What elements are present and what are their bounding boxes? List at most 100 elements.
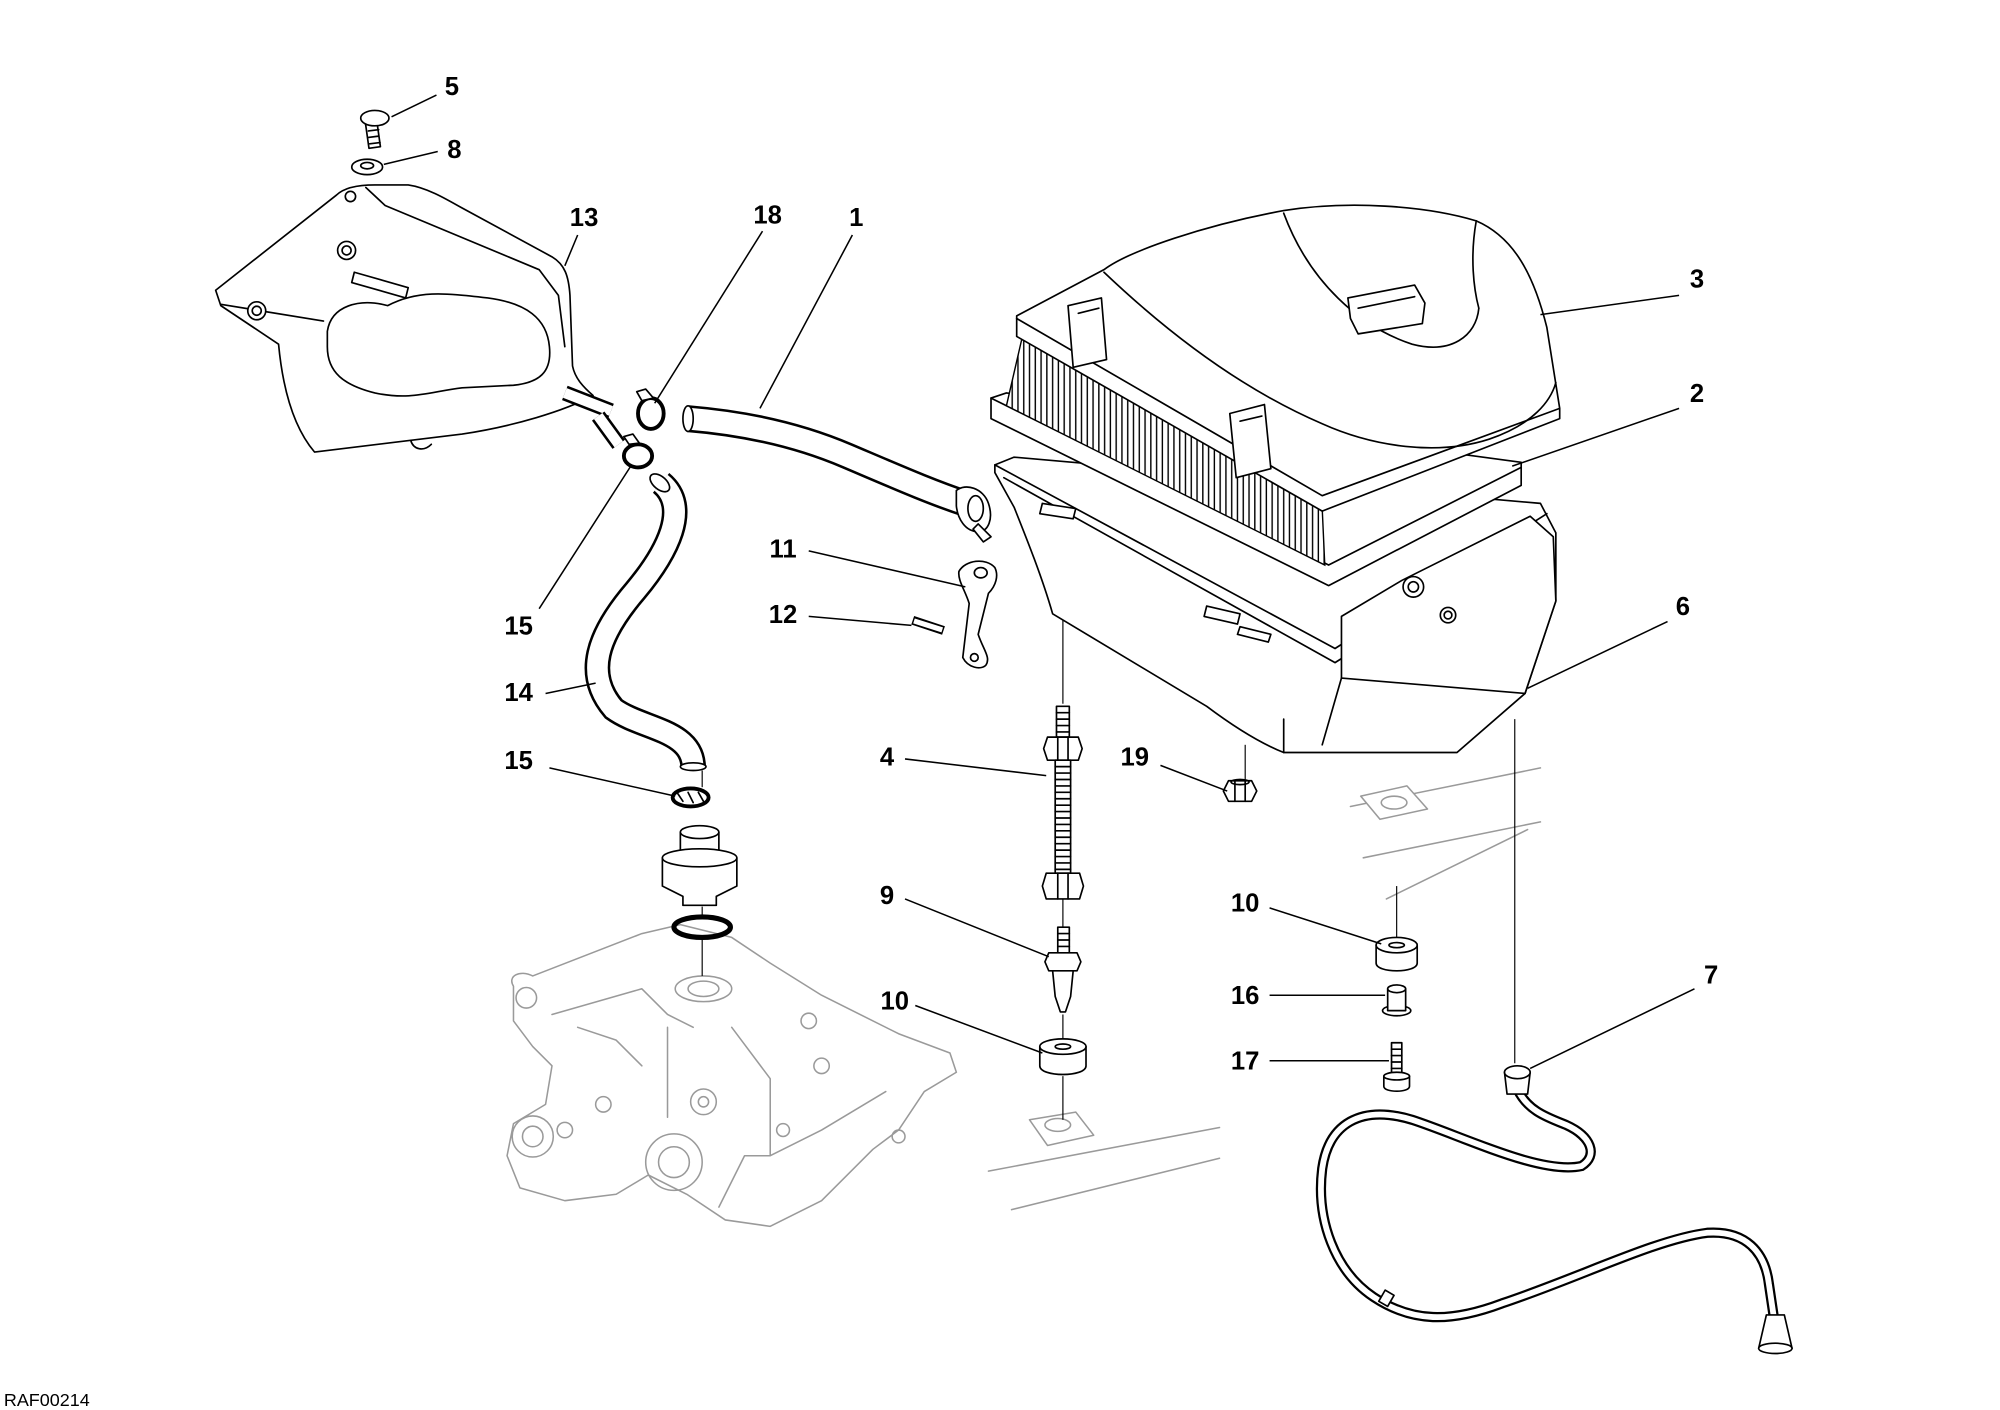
tank-bolt: [336, 240, 357, 261]
hose-fill: [587, 474, 704, 770]
bracket-strap: [958, 560, 998, 669]
part-15-hose-clamp-lower: [670, 786, 711, 809]
part-12-pin: [911, 615, 945, 635]
tank-mount-hole: [344, 190, 357, 203]
callout-10-right: 10: [1231, 890, 1382, 945]
frame-tube: [1010, 1157, 1221, 1211]
callout-2: 2: [1511, 380, 1704, 467]
stud-hex-faces: [1056, 872, 1069, 900]
screw-thread: [1390, 1048, 1403, 1070]
clamp-ring: [636, 396, 666, 431]
leader-line: [654, 230, 764, 404]
callout-7: 7: [1529, 962, 1718, 1070]
part-16-bushing: [1381, 984, 1412, 1017]
part-19-nut: [1222, 778, 1258, 803]
valve-top: [679, 824, 720, 840]
rubber-top: [1038, 1038, 1087, 1056]
part-1-hose: [682, 404, 992, 543]
crankcase-bolt: [891, 1129, 906, 1144]
nut-hex: [1222, 779, 1258, 803]
callout-label: 18: [753, 201, 782, 229]
callout-label: 8: [447, 136, 461, 164]
leader-line: [904, 758, 1047, 777]
crankcase-boss: [697, 1095, 710, 1108]
callout-4: 4: [880, 743, 1047, 777]
part-9-spacer: [1044, 926, 1082, 1013]
rubber-hole: [1054, 1043, 1072, 1050]
cover-clip: [1228, 403, 1272, 479]
callout-label: 1: [849, 204, 863, 232]
airbox-rim-slot: [1038, 502, 1077, 520]
callout-label: 13: [570, 204, 599, 232]
spacer-hex: [1044, 952, 1082, 972]
pin-fill: [913, 618, 944, 633]
cover-clip-edge: [1077, 307, 1100, 315]
crankcase-hole: [511, 1115, 555, 1158]
part-11-bracket: [958, 560, 998, 669]
callout-9: 9: [880, 882, 1050, 958]
callout-label: 10: [1231, 890, 1260, 918]
cover-contour: [1282, 212, 1480, 348]
tank-spigot-lower-fill: [594, 413, 623, 448]
callout-label: 5: [445, 73, 459, 101]
callout-18: 18: [654, 201, 782, 404]
mount-hole: [1380, 795, 1408, 810]
airbox-boss-hole: [1407, 580, 1420, 593]
o-ring: [671, 914, 733, 941]
callout-label: 7: [1704, 962, 1718, 990]
drawing-code: RAF00214: [4, 1390, 90, 1410]
oil-fill-boss: [674, 975, 733, 1003]
stud-nut: [1042, 736, 1083, 762]
screw-thread: [367, 128, 381, 145]
callouts: 1 2 3 4 5 6 7 8: [383, 73, 1718, 1076]
drain-hose-joint: [1377, 1289, 1395, 1308]
airbox-edge: [1282, 677, 1343, 754]
tank-bolt: [246, 300, 267, 321]
leader-line: [1269, 907, 1382, 945]
part-7-drain-hose: [1315, 1065, 1793, 1355]
callout-12: 12: [769, 601, 912, 629]
callout-label: 16: [1231, 982, 1260, 1010]
spacer-taper: [1051, 969, 1075, 1013]
callout-label: 12: [769, 601, 798, 629]
hose-fill: [687, 407, 969, 514]
bracket-hole: [969, 652, 980, 663]
airbox-front-panel: [1340, 515, 1557, 695]
crankcase-bolt: [813, 1057, 831, 1075]
washer-hole: [359, 161, 375, 170]
cover-handle: [1347, 284, 1426, 335]
hose-end: [679, 761, 707, 772]
nut-top: [1230, 778, 1250, 786]
leader-line: [383, 150, 438, 166]
crankcase-outline: [506, 923, 958, 1228]
screw-shank: [1390, 1041, 1403, 1077]
leader-line: [391, 94, 437, 118]
leader-line: [1160, 764, 1228, 792]
spacer-thread-lines: [1056, 932, 1071, 948]
cover-rim: [1015, 317, 1561, 497]
mount-hole: [1044, 1117, 1072, 1133]
leader-line: [1511, 407, 1680, 467]
frame-mount-right: [1349, 767, 1542, 900]
leader-line: [538, 464, 633, 610]
crankcase-bolt: [800, 1012, 818, 1030]
callout-1: 1: [759, 204, 863, 409]
leader-line: [808, 615, 912, 627]
rubber-top: [1375, 936, 1419, 954]
tank-bolt-hole: [341, 245, 352, 256]
callout-label: 3: [1690, 266, 1704, 294]
clamp-band-detail: [676, 791, 705, 804]
clamp-tab: [635, 388, 655, 402]
crankcase-body: [506, 923, 958, 1228]
crankcase-hole: [657, 1145, 691, 1179]
leader-line: [549, 767, 676, 797]
part-4-stud: [1041, 705, 1085, 900]
callout-label: 10: [880, 987, 909, 1015]
drain-fitting-top: [1503, 1065, 1532, 1080]
crankcase-boss: [689, 1088, 718, 1116]
leader-line: [564, 234, 579, 267]
part-8-washer: [350, 158, 384, 176]
callout-label: 6: [1676, 593, 1690, 621]
leader-line: [1529, 988, 1695, 1070]
